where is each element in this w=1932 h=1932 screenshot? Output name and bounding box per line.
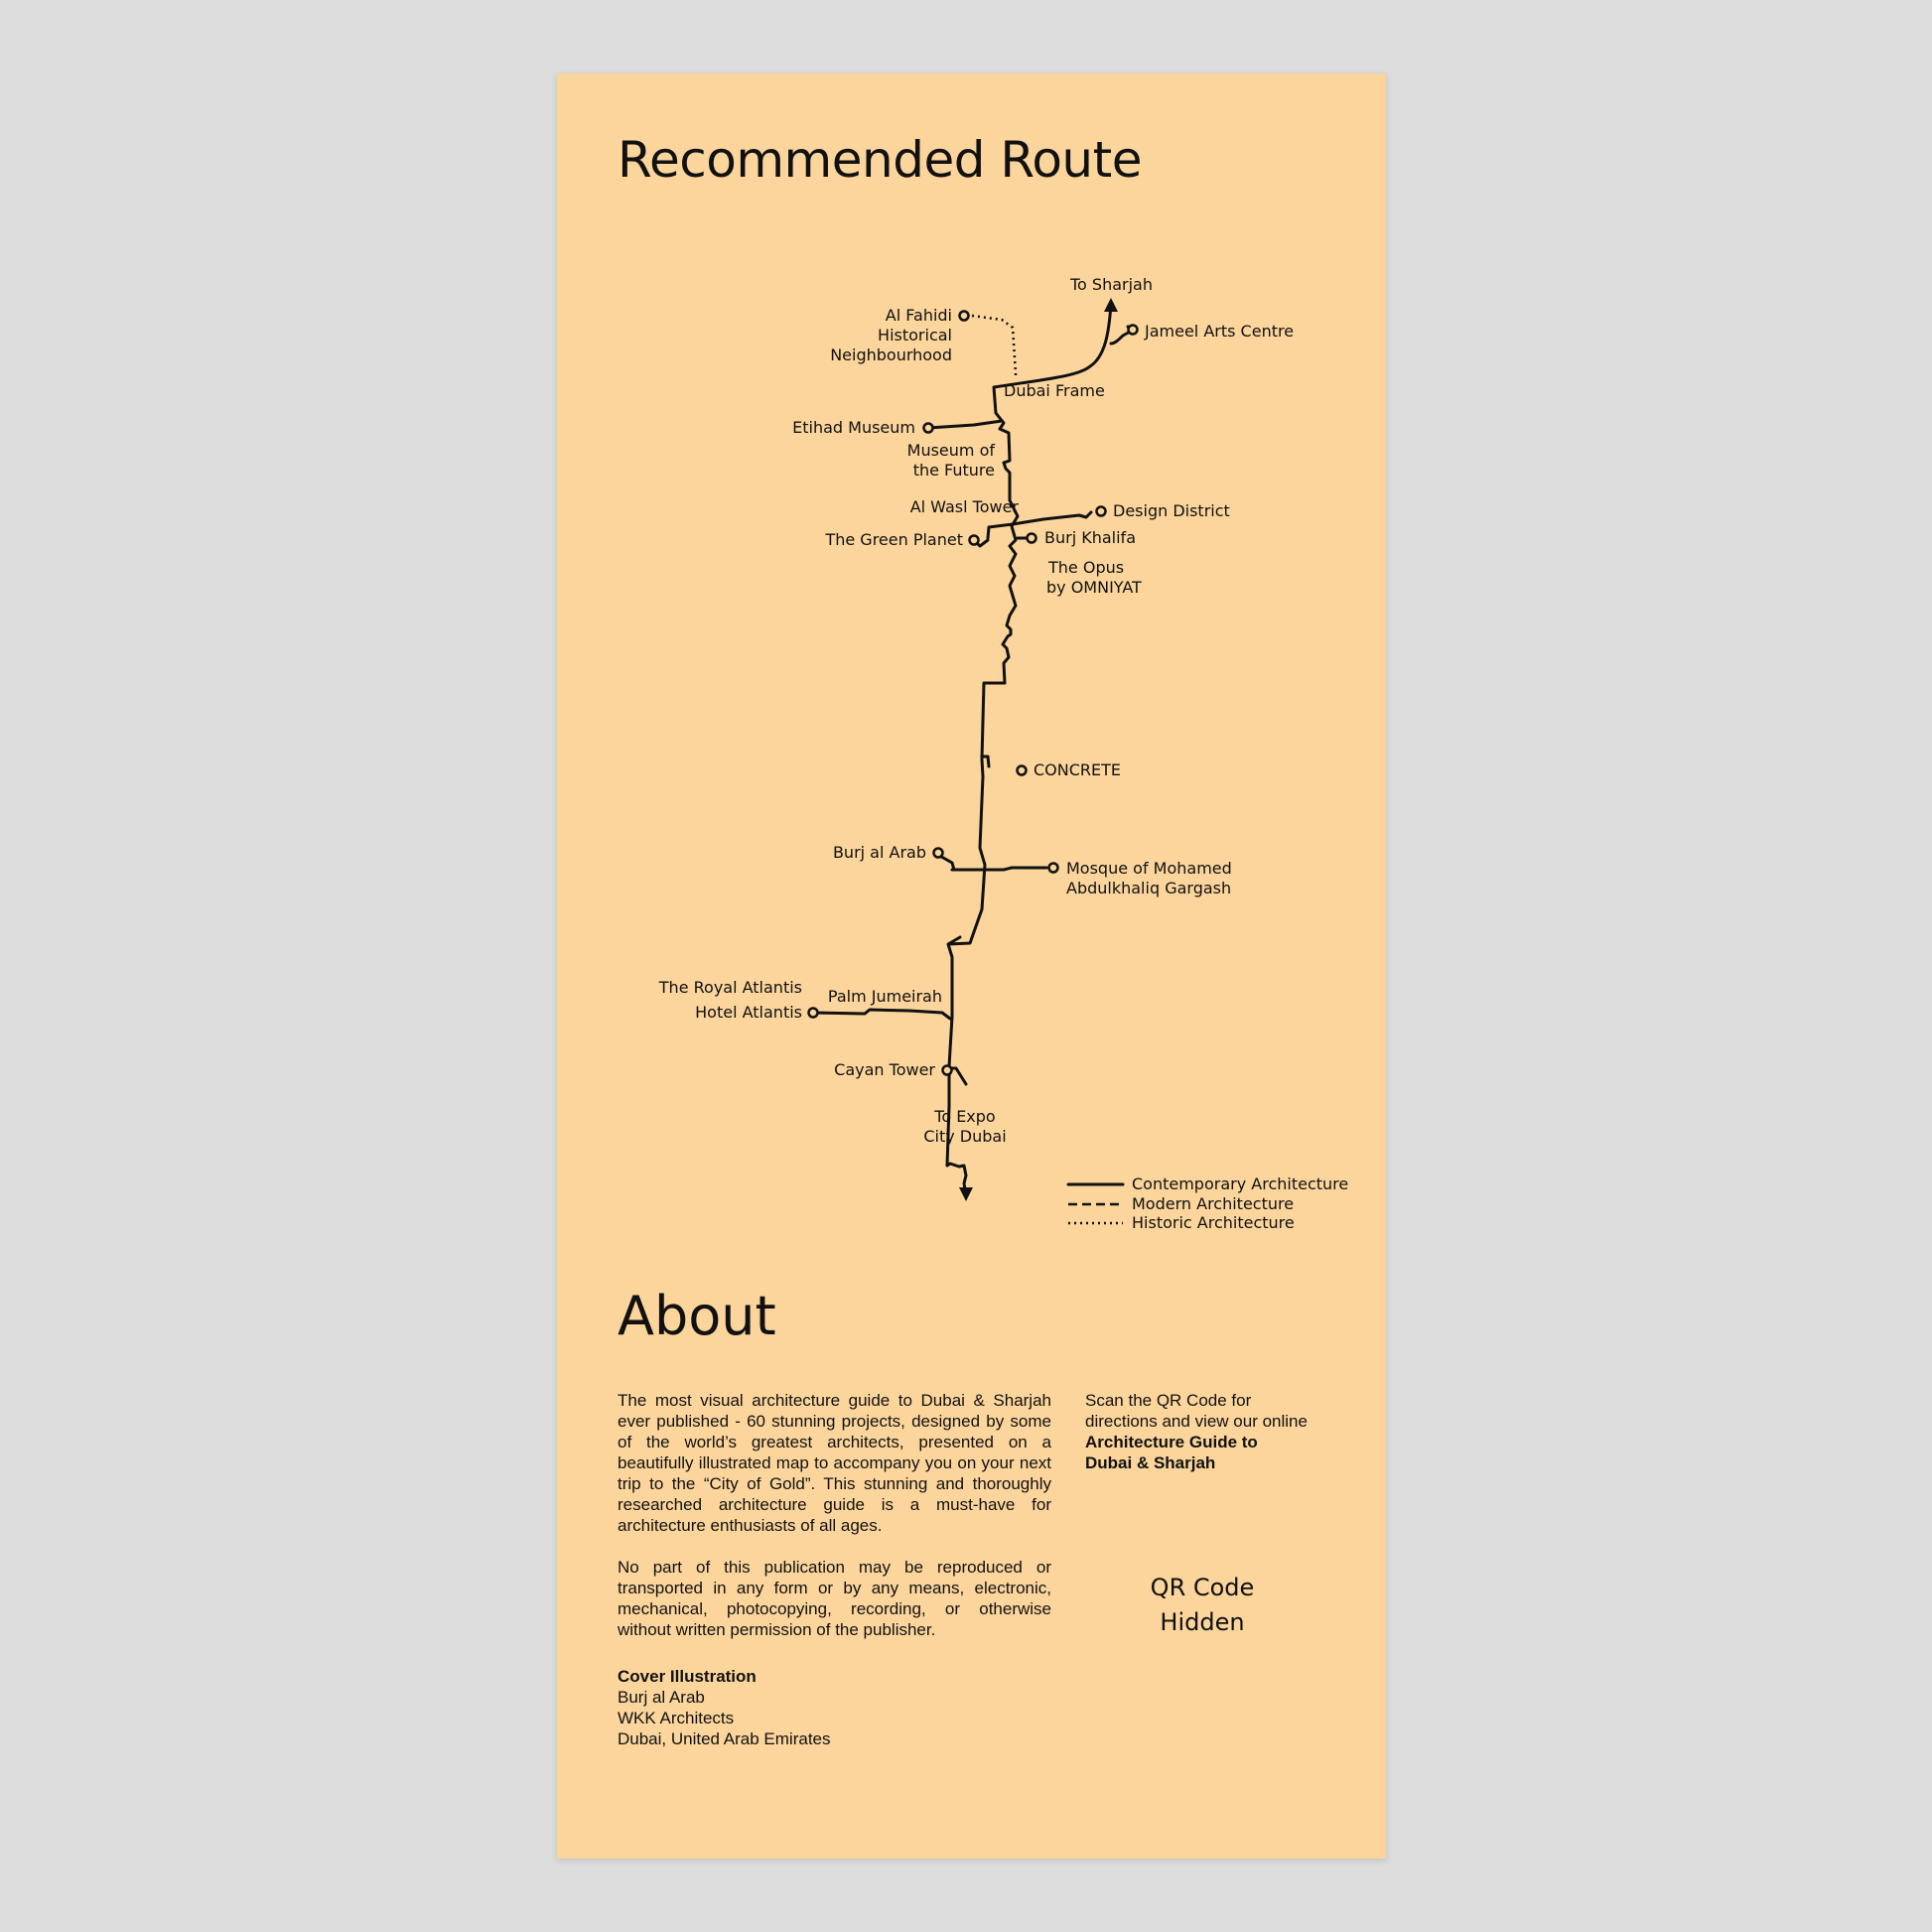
label-green-planet: The Green Planet <box>824 530 963 549</box>
label-etihad: Etihad Museum <box>792 418 915 437</box>
route-map: To Sharjah Jameel Arts Centre Al Fahidi … <box>658 275 1348 1232</box>
about-paragraph: The most visual architecture guide to Du… <box>618 1391 1051 1535</box>
qr-label-2: Hidden <box>1160 1608 1245 1636</box>
jameel-node <box>1127 324 1139 336</box>
to-expo-arrow-icon <box>959 1187 973 1201</box>
label-al-fahidi-1: Al Fahidi <box>886 306 952 325</box>
qr-label-1: QR Code <box>1150 1574 1255 1601</box>
label-expo-1: To Expo <box>933 1107 995 1126</box>
guide-name-2: Dubai & Sharjah <box>1085 1453 1216 1472</box>
mosque-branch-line <box>950 866 1048 872</box>
label-jameel: Jameel Arts Centre <box>1144 322 1294 341</box>
to-sharjah-arrow-icon <box>1104 298 1118 312</box>
burj-al-arab-node <box>932 847 944 859</box>
al-fahidi-dotted-line <box>971 314 1018 379</box>
scan-text-2: directions and view our online <box>1085 1412 1308 1431</box>
etihad-node <box>922 422 934 434</box>
cover-line: Dubai, United Arab Emirates <box>618 1729 831 1748</box>
label-concrete: CONCRETE <box>1034 760 1121 779</box>
mosque-node <box>1047 862 1059 874</box>
etihad-branch-line <box>926 419 1004 430</box>
label-palm: Palm Jumeirah <box>828 987 942 1006</box>
legend-historic: Historic Architecture <box>1132 1213 1295 1232</box>
about-title: About <box>618 1285 776 1347</box>
concrete-node <box>1016 764 1028 776</box>
qr-info-column: Scan the QR Code for directions and view… <box>1085 1390 1353 1473</box>
guide-name-1: Architecture Guide to <box>1085 1433 1258 1451</box>
cover-illustration-heading: Cover Illustration <box>618 1667 757 1686</box>
guide-panel: Recommended Route <box>557 73 1386 1859</box>
about-text-column: The most visual architecture guide to Du… <box>618 1390 1051 1749</box>
cover-line: Burj al Arab <box>618 1688 705 1707</box>
design-node <box>1095 505 1107 517</box>
legend-modern: Modern Architecture <box>1132 1194 1294 1213</box>
label-mosque-2: Abdulkhaliq Gargash <box>1066 879 1231 897</box>
hotel-atlantis-node <box>807 1007 819 1019</box>
label-opus-2: by OMNIYAT <box>1046 578 1142 597</box>
atlantis-branch-line <box>811 1008 952 1021</box>
label-mosque-1: Mosque of Mohamed <box>1066 859 1232 878</box>
label-design: Design District <box>1113 501 1230 520</box>
main-route-line <box>945 302 1113 1197</box>
legend-contemporary: Contemporary Architecture <box>1132 1174 1348 1193</box>
burj-khalifa-node <box>1026 532 1037 544</box>
label-to-sharjah: To Sharjah <box>1069 275 1153 294</box>
label-cayan: Cayan Tower <box>834 1060 935 1079</box>
cayan-node <box>941 1064 953 1076</box>
qr-code-placeholder[interactable]: QR Code Hidden <box>1118 1571 1287 1640</box>
route-title: Recommended Route <box>618 131 1142 189</box>
concrete-branch-line <box>980 755 991 768</box>
scan-text-1: Scan the QR Code for <box>1085 1391 1252 1410</box>
label-al-wasl: Al Wasl Tower <box>910 497 1020 516</box>
al-fahidi-node <box>958 310 970 322</box>
label-burj-al-arab: Burj al Arab <box>833 843 926 862</box>
label-al-fahidi-3: Neighbourhood <box>830 345 952 364</box>
cover-line: WKK Architects <box>618 1709 735 1727</box>
label-al-fahidi-2: Historical <box>878 326 952 345</box>
label-future-2: the Future <box>913 461 995 480</box>
copyright-paragraph: No part of this publication may be repro… <box>618 1558 1051 1639</box>
label-expo-2: City Dubai <box>923 1127 1006 1146</box>
label-burj-khalifa: Burj Khalifa <box>1044 528 1136 547</box>
label-dubai-frame: Dubai Frame <box>1004 381 1105 400</box>
green-planet-node <box>968 534 980 546</box>
design-branch-line <box>986 510 1093 540</box>
label-future-1: Museum of <box>907 441 996 460</box>
label-opus-1: The Opus <box>1047 558 1124 577</box>
label-royal-atlantis: The Royal Atlantis <box>658 978 802 997</box>
label-hotel-atlantis: Hotel Atlantis <box>695 1003 802 1022</box>
